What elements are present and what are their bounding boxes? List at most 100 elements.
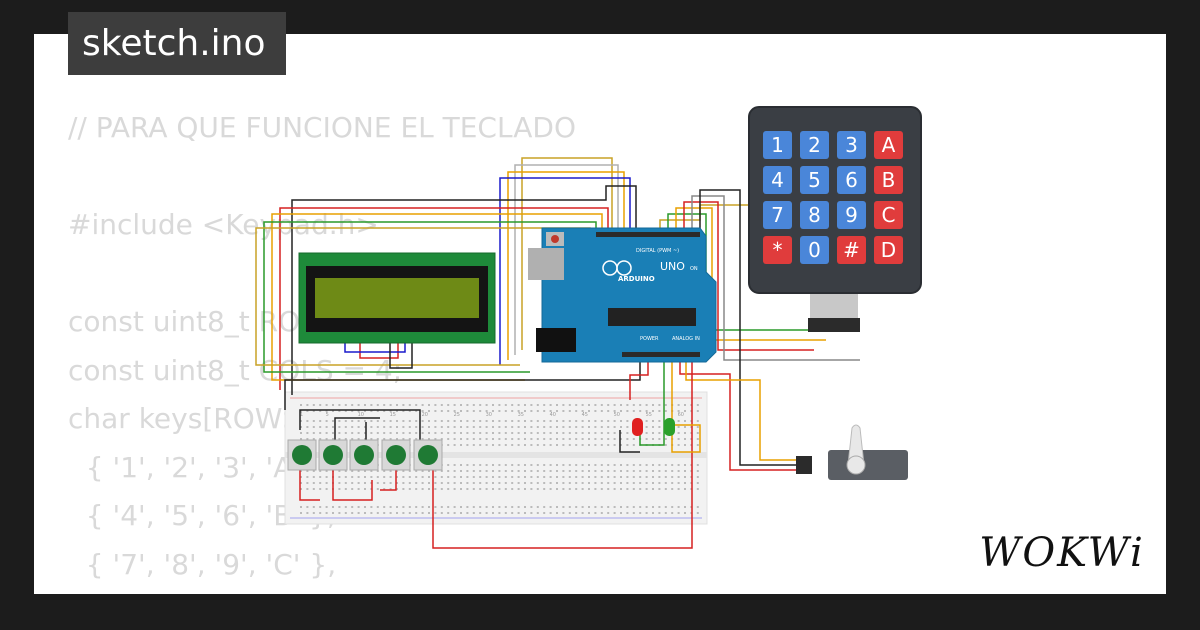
- key-B: [874, 166, 903, 194]
- wire: [299, 470, 320, 501]
- wire: [332, 470, 373, 501]
- wire: [389, 340, 413, 369]
- lcd-screen: [315, 278, 479, 318]
- digital-label: DIGITAL (PWM ~): [636, 248, 679, 254]
- push-button-cap: [323, 445, 343, 465]
- wire: [629, 360, 649, 400]
- wire: [683, 201, 814, 351]
- key-label: 3: [845, 133, 858, 157]
- lcd-display: [298, 252, 496, 344]
- arduino-uno: ARDUINO UNO DIGITAL (PWM ~) ON POWER ANA…: [528, 227, 717, 363]
- led-green: [664, 418, 675, 436]
- key-label: D: [881, 238, 896, 262]
- key-label: 4: [771, 168, 784, 192]
- key-C: [874, 201, 903, 229]
- key-label: A: [882, 133, 896, 157]
- wire: [619, 430, 640, 453]
- key-label: 7: [771, 203, 784, 227]
- column-number: 35: [518, 412, 524, 418]
- wire: [432, 360, 693, 549]
- wire: [334, 417, 380, 440]
- key-A: [874, 131, 903, 159]
- key-7: [763, 201, 792, 229]
- column-number: 10: [358, 412, 364, 418]
- wire: [521, 157, 613, 350]
- column-number: 30: [486, 412, 492, 418]
- wokwi-logo: WOKWi: [972, 526, 1152, 582]
- microcontroller-chip: [608, 308, 696, 326]
- column-number: 55: [646, 412, 652, 418]
- wire: [699, 189, 800, 466]
- arduino-brand: ARDUINO: [618, 275, 655, 283]
- key-label: 9: [845, 203, 858, 227]
- column-number: 5: [326, 412, 329, 418]
- key-5: [800, 166, 829, 194]
- wire: [691, 195, 860, 361]
- key-9: [837, 201, 866, 229]
- power-label: POWER: [640, 336, 659, 342]
- digital-header: [596, 232, 700, 237]
- wire: [499, 177, 631, 365]
- key-label: 0: [808, 238, 821, 262]
- wire: [380, 470, 397, 491]
- breadboard-center-gap: [285, 452, 707, 458]
- key-1: [763, 131, 792, 159]
- column-number: 25: [454, 412, 460, 418]
- arduino-board: [541, 227, 717, 363]
- wire: [299, 409, 421, 440]
- wire: [359, 340, 399, 359]
- column-number: 20: [422, 412, 428, 418]
- column-number: 40: [550, 412, 556, 418]
- arduino-model: UNO: [660, 260, 685, 273]
- key-label: #: [843, 238, 860, 262]
- file-tab: sketch.ino: [68, 12, 286, 75]
- key-label: 8: [808, 203, 821, 227]
- wire: [679, 360, 800, 471]
- wire: [263, 221, 597, 373]
- column-number: 15: [390, 412, 396, 418]
- power-jack: [536, 328, 576, 352]
- reset-button: [551, 235, 559, 243]
- analog-label: ANALOG IN: [672, 336, 700, 342]
- key-4: [763, 166, 792, 194]
- wire: [667, 213, 836, 331]
- wire: [507, 171, 625, 360]
- wire: [514, 164, 619, 355]
- servo-motor: [796, 424, 908, 480]
- key-*: [763, 236, 792, 264]
- wire: [675, 207, 826, 341]
- wire: [344, 340, 406, 353]
- column-number: 60: [678, 412, 684, 418]
- usb-port: [528, 248, 564, 280]
- key-label: C: [882, 203, 896, 227]
- led-red: [632, 418, 643, 436]
- key-label: *: [773, 238, 783, 262]
- key-#: [837, 236, 866, 264]
- wire: [685, 360, 800, 461]
- key-0: [800, 236, 829, 264]
- power-analog-header: [622, 352, 700, 357]
- push-buttons: [287, 439, 443, 471]
- push-button-cap: [292, 445, 312, 465]
- push-button-cap: [418, 445, 438, 465]
- key-6: [837, 166, 866, 194]
- wire: [279, 207, 609, 390]
- key-label: 6: [845, 168, 858, 192]
- on-label: ON: [690, 266, 698, 272]
- key-8: [800, 201, 829, 229]
- key-label: 2: [808, 133, 821, 157]
- servo-connector: [796, 456, 812, 474]
- key-3: [837, 131, 866, 159]
- wire: [284, 360, 641, 410]
- key-2: [800, 131, 829, 159]
- servo-hub: [846, 455, 866, 475]
- key-label: 5: [808, 168, 821, 192]
- key-D: [874, 236, 903, 264]
- key-label: B: [882, 168, 896, 192]
- wire: [291, 185, 637, 395]
